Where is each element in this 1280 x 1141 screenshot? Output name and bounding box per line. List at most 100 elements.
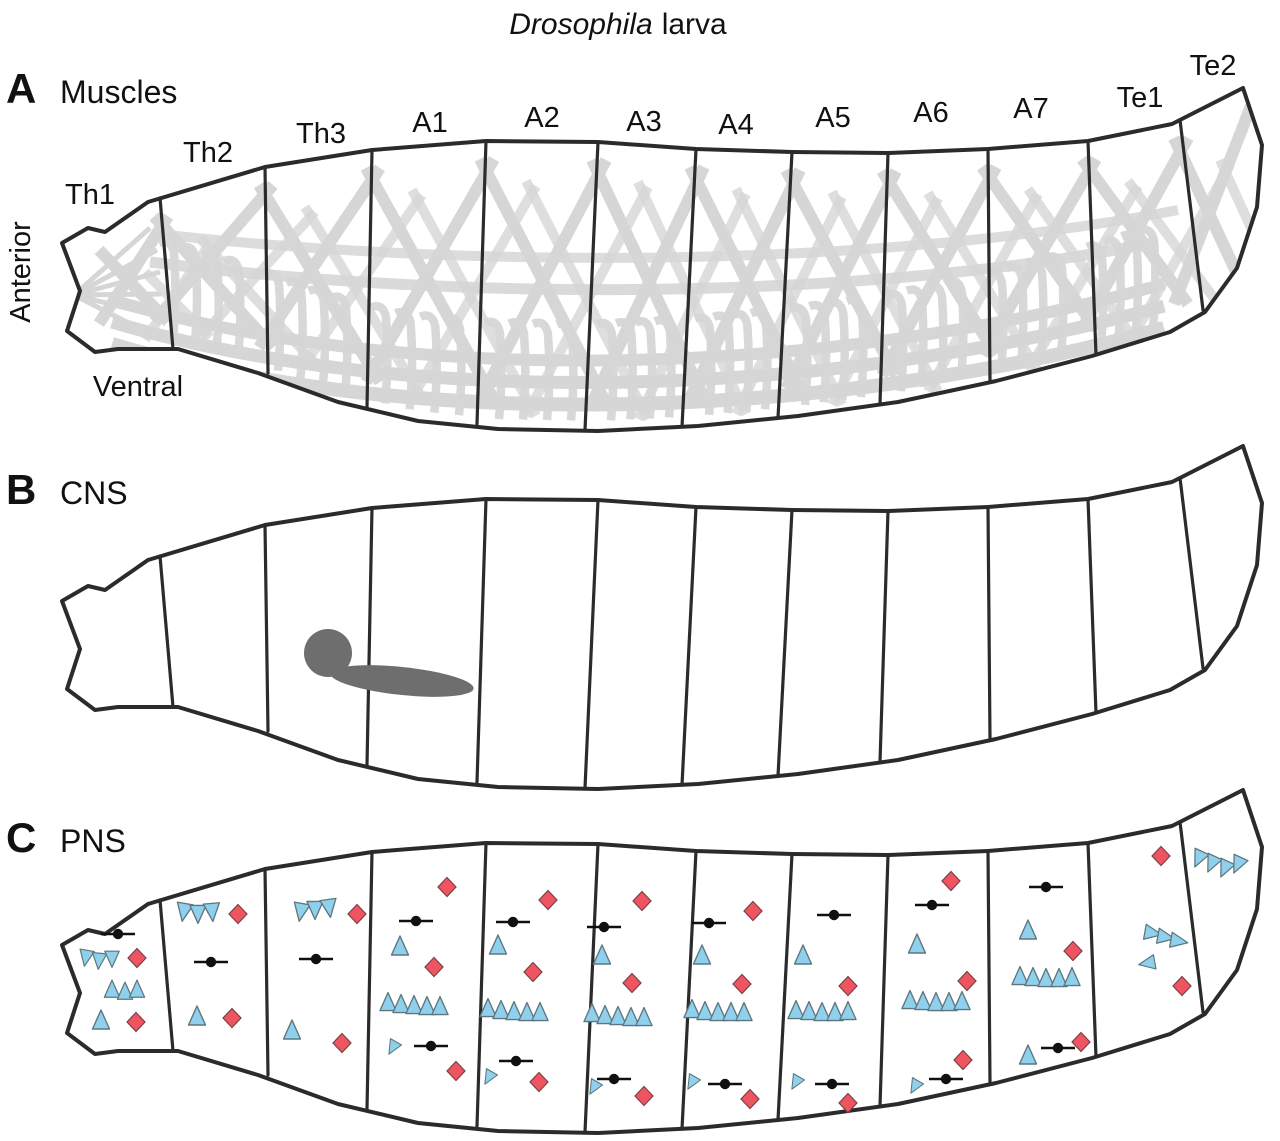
triangle-marker [176, 901, 194, 922]
triangle-marker [379, 991, 397, 1012]
segment-divider [158, 196, 175, 351]
triangle-marker [390, 935, 410, 956]
triangle-marker [319, 897, 337, 919]
segment-label-A4: A4 [718, 109, 753, 141]
diamond-marker [347, 903, 367, 925]
larva-outline [60, 444, 1264, 791]
panel-c-label: PNS [60, 823, 126, 859]
title-italic: Drosophila [509, 8, 652, 41]
segment-divider [776, 852, 794, 1122]
diamond-marker [941, 870, 961, 892]
diamond-marker [622, 972, 642, 994]
cns-brain-lobe [304, 629, 352, 677]
segment-divider [878, 509, 890, 764]
muscle-fiber [72, 247, 159, 298]
dot-line-marker [414, 1040, 448, 1052]
triangle-marker [1194, 847, 1210, 868]
diamond-marker [126, 1011, 146, 1033]
larva-outline [60, 788, 1264, 1135]
muscle-fiber [876, 167, 1002, 358]
segment-divider [776, 508, 794, 778]
triangle-marker [104, 950, 120, 968]
triangle-marker [388, 1038, 403, 1055]
diamond-marker [523, 961, 543, 983]
triangle-marker [91, 952, 108, 970]
ventral-label: Ventral [93, 371, 183, 403]
muscle-fiber [329, 292, 352, 395]
muscle-fiber [1025, 257, 1048, 360]
triangle-marker [596, 1004, 614, 1025]
muscle-fiber [595, 318, 618, 421]
panel-a-muscles-body [60, 86, 1264, 433]
segment-label-Th1: Th1 [65, 179, 115, 211]
triangle-marker [505, 1000, 523, 1021]
diamond-marker [743, 900, 763, 922]
panel-a-label: Muscles [60, 74, 177, 110]
muscle-fiber [905, 285, 928, 388]
segment-label-A1: A1 [412, 107, 447, 139]
muscle-fiber [360, 165, 500, 403]
muscle-fiber [749, 307, 772, 410]
diamond-marker [957, 970, 977, 992]
segment-label-Th3: Th3 [296, 118, 346, 150]
triangle-marker [116, 981, 134, 1000]
segment-divider [1178, 118, 1205, 312]
muscle-fiber [407, 187, 541, 419]
segment-divider [986, 505, 992, 741]
diamond-marker [127, 947, 147, 969]
muscle-fiber [789, 303, 812, 406]
segment-divider [158, 898, 175, 1053]
triangle-marker [1063, 966, 1081, 987]
muscle-fiber [222, 255, 245, 358]
dot-line-marker [399, 915, 433, 927]
triangle-marker [202, 902, 221, 923]
segment-label-Th2: Th2 [183, 137, 233, 169]
triangle-marker [91, 1009, 111, 1030]
muscle-fiber [149, 236, 1160, 296]
segment-divider [263, 523, 270, 733]
segment-divider [878, 151, 890, 406]
diamond-marker [1172, 975, 1192, 997]
triangle-marker [791, 1073, 806, 1090]
segment-divider [986, 147, 992, 383]
panel-a-letter: A [6, 65, 36, 112]
diamond-marker [538, 889, 558, 911]
segment-divider [365, 506, 374, 767]
segment-divider [475, 497, 488, 784]
muscle-fiber [394, 307, 417, 410]
diamond-marker [953, 1049, 973, 1071]
triangle-marker [927, 991, 945, 1012]
triangle-marker [787, 999, 805, 1020]
diamond-marker [437, 876, 457, 898]
diamond-marker [1151, 845, 1171, 867]
muscle-fiber [253, 181, 386, 386]
triangle-marker [1168, 931, 1189, 948]
panel-c-letter: C [6, 814, 36, 861]
muscle-fiber [1120, 230, 1143, 333]
dot-line-marker [817, 909, 851, 921]
segment-divider [583, 498, 600, 790]
triangle-marker [1138, 954, 1157, 970]
diamond-marker [838, 1092, 858, 1114]
dot-line-marker [101, 928, 135, 940]
segment-label-A6: A6 [913, 97, 948, 129]
muscle-fiber [507, 318, 530, 420]
muscle-fiber [693, 313, 716, 416]
muscle-fiber [1102, 236, 1125, 339]
triangle-marker [722, 1001, 740, 1022]
muscle-fiber [985, 267, 1008, 370]
dot-line-marker [587, 921, 621, 933]
diamond-marker [332, 1032, 352, 1054]
muscle-fiber [1045, 252, 1068, 355]
diamond-marker [740, 1088, 760, 1110]
triangle-marker [79, 948, 95, 967]
triangle-marker [910, 1077, 925, 1094]
cns-ventral-nerve-cord [330, 665, 474, 697]
muscle-fiber [521, 178, 653, 422]
triangle-marker [696, 1000, 714, 1021]
muscle-fiber [730, 309, 753, 412]
segment-divider [475, 139, 488, 426]
